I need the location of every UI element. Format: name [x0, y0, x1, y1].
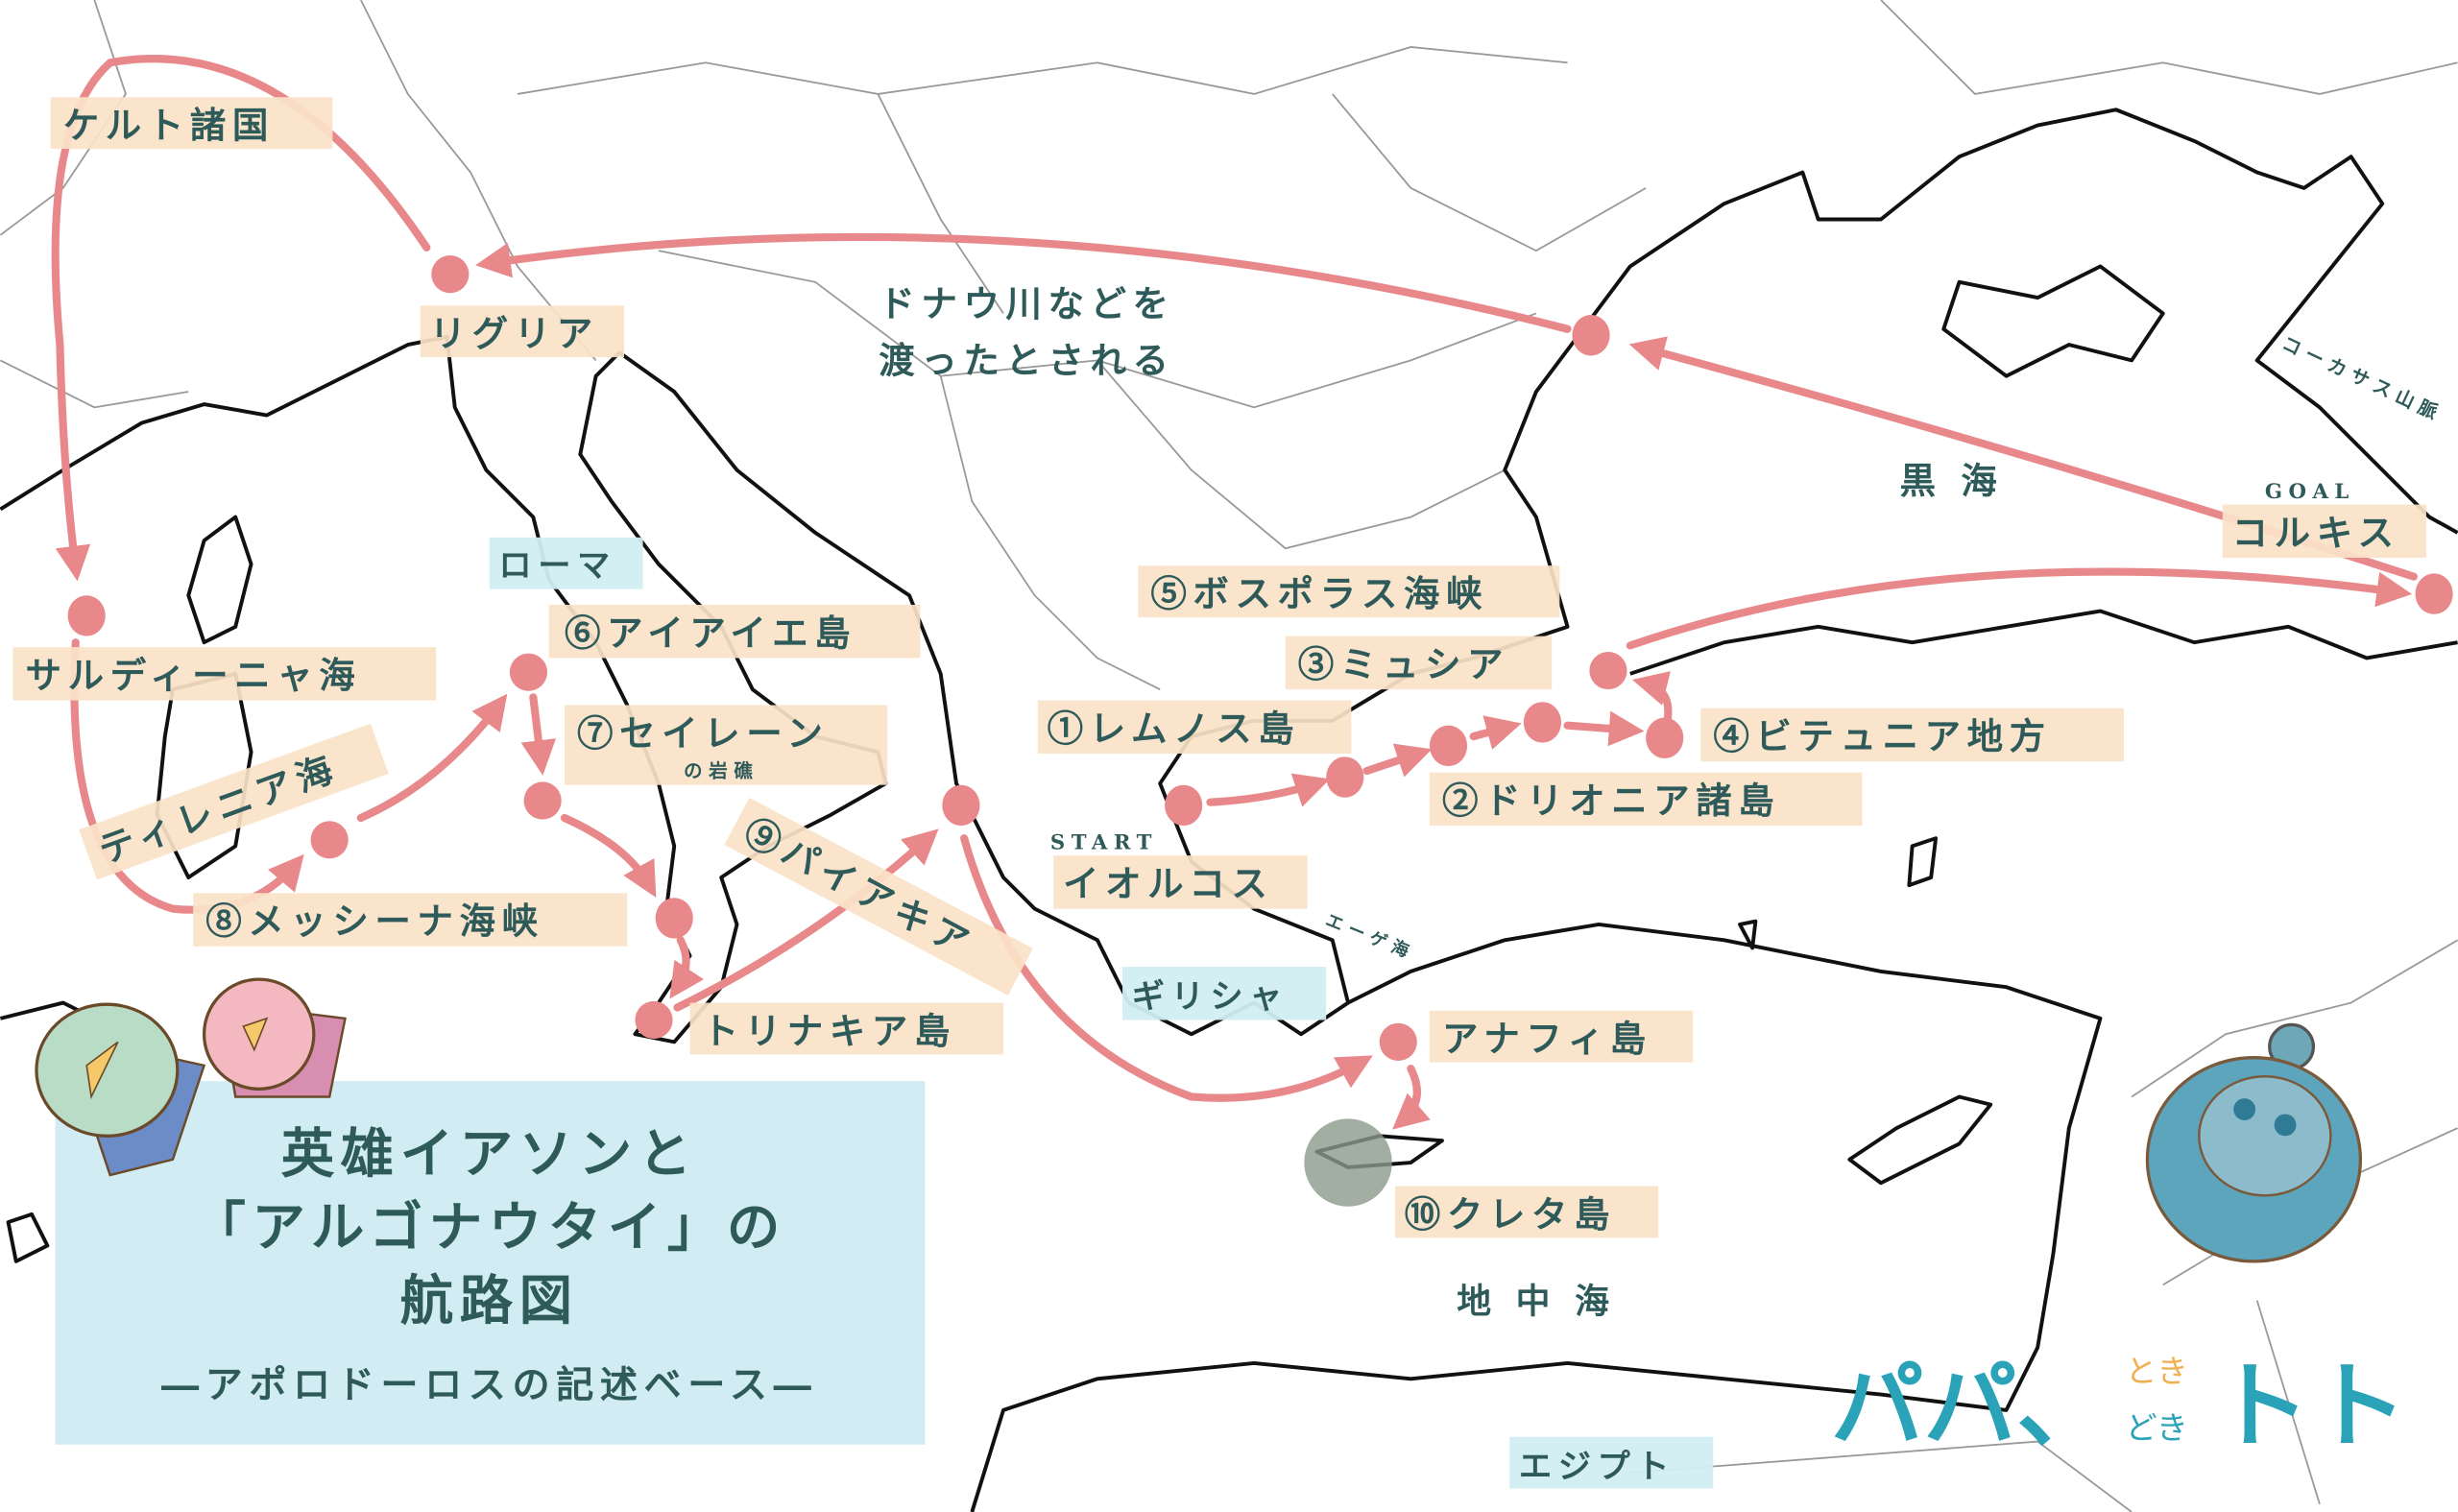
svg-text:ローマ: ローマ — [498, 547, 615, 586]
svg-text:サルディーニャ海: サルディーニャ海 — [26, 655, 362, 697]
label-celts: ケルト諸国 — [50, 97, 333, 150]
label-sardinia-sea: サルディーニャ海 — [12, 647, 437, 701]
route-messina-thrinacia — [669, 936, 704, 999]
label-greece: ギリシャ — [1122, 967, 1327, 1020]
svg-text:リグリア: リグリア — [430, 313, 599, 355]
svg-text:コルキス: コルキス — [2232, 512, 2400, 554]
label-bithynia: ④ビテュニア地方 — [1700, 708, 2124, 762]
svg-text:の岩礁: の岩礁 — [684, 760, 759, 782]
route-bithynia-bosporus — [1631, 671, 1673, 722]
svg-text:⑦セイレーン: ⑦セイレーン — [577, 712, 829, 755]
svg-text:①レムノス島: ①レムノス島 — [1048, 708, 1301, 750]
label-thrinacia: トリナキア島 — [689, 1002, 1003, 1055]
stop-thrinacia — [635, 1000, 673, 1040]
stop-bithynia — [1646, 717, 1684, 758]
logo-papa: パパ、 — [1831, 1352, 2110, 1461]
label-start: START — [1050, 831, 1158, 855]
stop-seiren — [523, 781, 562, 820]
label-rome: ローマ — [489, 537, 643, 589]
stop-iolcos — [1165, 784, 1203, 827]
label-liguria: リグリア — [420, 305, 624, 358]
stop-tyrrhenian — [310, 821, 349, 859]
label-danube-line1: ドナウ川などを — [879, 283, 1174, 325]
route-thrinacia-phaeacia — [673, 828, 939, 1012]
route-bosporus-colchis — [1626, 567, 2413, 650]
stop-anafi — [1379, 1022, 1417, 1061]
svg-text:イオルコス: イオルコス — [1063, 863, 1273, 905]
crete-coin-image — [1304, 1118, 1392, 1207]
route-anafi-crete — [1392, 1065, 1431, 1130]
label-danube-line2: 渡ったとされる — [879, 339, 1174, 381]
label-aiaia: ⑥アイアイエ島 — [548, 605, 921, 659]
stop-sardinia — [67, 595, 106, 636]
svg-text:アナフィ島: アナフィ島 — [1442, 1018, 1652, 1060]
svg-text:エジプト: エジプト — [1519, 1448, 1675, 1486]
svg-text:③ミュシア: ③ミュシア — [1298, 643, 1509, 685]
route-mysia-bithynia — [1563, 710, 1645, 747]
logo-toto: トト — [2213, 1352, 2407, 1461]
stop-messina — [655, 898, 693, 939]
bird-characters-illustration — [35, 977, 347, 1177]
title-line2: 「アルゴナウタイ」の — [192, 1197, 785, 1260]
route-aiaia-seiren — [520, 693, 557, 776]
label-lemnos: ①レムノス島 — [1037, 700, 1352, 755]
label-caucasus: コーカサス山脈 — [2278, 332, 2446, 426]
route-stops — [67, 255, 2453, 1207]
svg-text:ギリシャ: ギリシャ — [1132, 977, 1289, 1016]
route-doliones-mysia — [1469, 715, 1522, 750]
papa-tokidoki-toto-logo: パパ、 とき どき トト — [1831, 1352, 2408, 1461]
stop-phaeacia — [942, 784, 980, 827]
svg-text:⑤ボスポラス海峡: ⑤ボスポラス海峡 — [1150, 573, 1488, 615]
label-crete: ⑩クレタ島 — [1395, 1186, 1659, 1238]
label-mysia: ③ミュシア — [1285, 636, 1553, 690]
svg-text:ケルト諸国: ケルト諸国 — [63, 105, 275, 147]
stop-lemnos — [1326, 756, 1364, 798]
svg-text:⑥アイアイエ島: ⑥アイアイエ島 — [565, 612, 856, 654]
stop-aiaia — [509, 653, 548, 691]
svg-text:⑨パイアキア: ⑨パイアキア — [737, 810, 981, 967]
stop-bosporus — [1589, 651, 1627, 690]
label-doliones: ②ドリオニア諸島 — [1429, 772, 1863, 827]
route-tyrrhenian-aiaia — [356, 693, 508, 823]
title-subtitle: ―アポロドーロスの記述ベース― — [161, 1363, 817, 1407]
title-panel: 英雄イアソンと 「アルゴナウタイ」の 航路図 ―アポロドーロスの記述ベース― — [55, 1081, 926, 1445]
route-lemnos-doliones — [1362, 743, 1433, 778]
route-iolcos-lemnos — [1206, 773, 1331, 807]
label-messina: ⑧メッシーナ海峡 — [193, 893, 628, 947]
route-danube-liguria — [475, 232, 1572, 333]
title-line3: 航路図 — [400, 1270, 579, 1332]
monkey-character-illustration — [2145, 1022, 2363, 1263]
label-goal: GOAL — [2265, 480, 2355, 504]
stop-doliones — [1429, 725, 1468, 767]
label-bosporus: ⑤ボスポラス海峡 — [1138, 565, 1560, 618]
label-iolcos: イオルコス — [1053, 855, 1308, 909]
label-anafi: アナフィ島 — [1429, 1010, 1694, 1063]
svg-text:ティレニア海: ティレニア海 — [93, 746, 344, 872]
label-mediterranean: 地 中 海 — [1457, 1282, 1615, 1322]
label-colchis: コルキス — [2222, 504, 2426, 559]
stop-colchis — [2415, 573, 2453, 614]
svg-text:⑩クレタ島: ⑩クレタ島 — [1405, 1193, 1616, 1236]
logo-doki: どき — [2126, 1409, 2188, 1446]
title-line1: 英雄イアソンと — [281, 1123, 698, 1186]
stop-danube — [1572, 315, 1610, 356]
stop-liguria — [431, 255, 470, 294]
logo-toki: とき — [2126, 1354, 2188, 1390]
route-seiren-messina — [560, 813, 657, 898]
svg-text:⑧メッシーナ海峡: ⑧メッシーナ海峡 — [205, 900, 543, 943]
svg-text:トリナキア島: トリナキア島 — [703, 1010, 956, 1052]
svg-text:②ドリオニア諸島: ②ドリオニア諸島 — [1442, 780, 1780, 822]
label-egypt: エジプト — [1509, 1436, 1714, 1489]
label-black-sea: 黒 海 — [1900, 460, 2004, 502]
stop-mysia — [1523, 702, 1562, 743]
label-tyrrhenian: ティレニア海 — [79, 723, 389, 880]
svg-text:④ビテュニア地方: ④ビテュニア地方 — [1713, 715, 2051, 757]
